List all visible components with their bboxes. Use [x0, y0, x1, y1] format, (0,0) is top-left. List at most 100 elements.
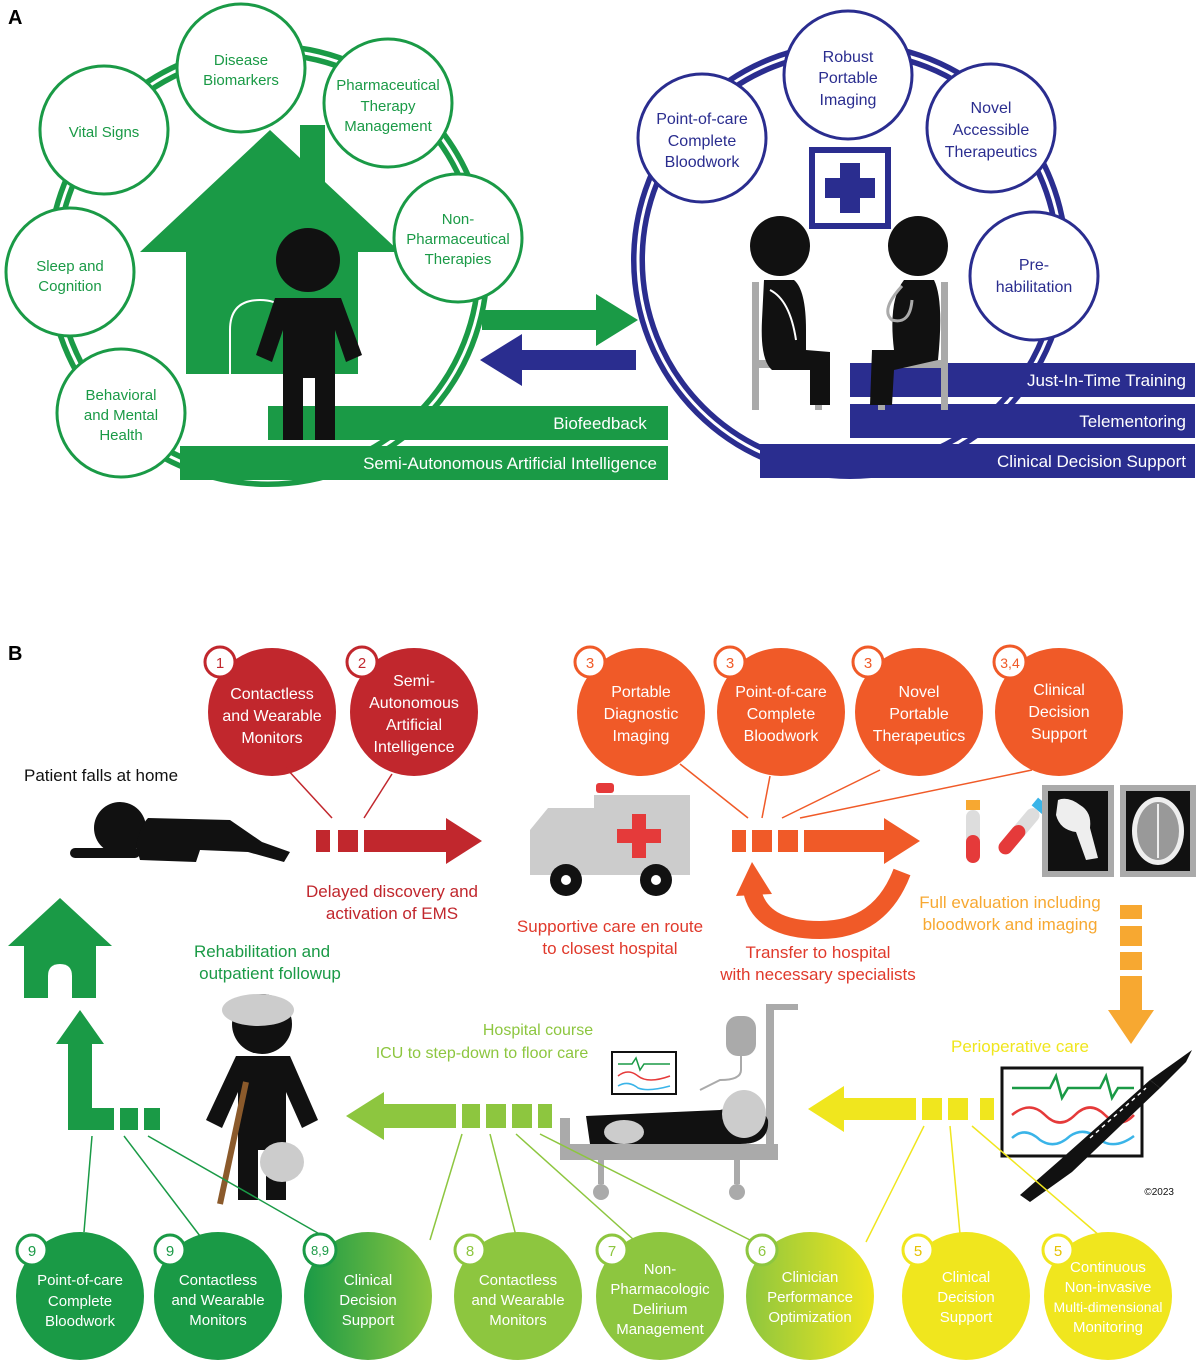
svg-text:Accessible: Accessible: [953, 122, 1030, 139]
svg-text:Bloodwork: Bloodwork: [744, 728, 820, 745]
svg-text:5: 5: [1054, 1243, 1062, 1260]
svg-text:Monitors: Monitors: [189, 1312, 247, 1329]
svg-text:Novel: Novel: [899, 684, 940, 701]
home-circle-nonpharma: Non- Pharmaceutical Therapies: [392, 172, 524, 304]
svg-text:Clinical: Clinical: [344, 1272, 392, 1289]
svg-text:8: 8: [466, 1243, 474, 1260]
svg-text:6: 6: [758, 1243, 766, 1260]
svg-text:9: 9: [166, 1243, 174, 1260]
transfer-caption-1: Transfer to hospital: [746, 943, 891, 962]
test-tube-icon: [966, 797, 1049, 863]
svg-text:Management: Management: [616, 1321, 704, 1338]
svg-text:Decision: Decision: [1028, 704, 1089, 721]
svg-text:9: 9: [28, 1243, 36, 1260]
svg-text:Disease: Disease: [214, 52, 268, 69]
svg-text:7: 7: [608, 1243, 616, 1260]
bottom-circle-monitoring: 5 Continuous Non-invasive Multi-dimensio…: [1041, 1232, 1172, 1360]
svg-text:Biomarkers: Biomarkers: [203, 72, 279, 89]
svg-text:Non-invasive: Non-invasive: [1065, 1279, 1152, 1296]
svg-text:Decision: Decision: [339, 1292, 397, 1309]
full-eval-caption-1: Full evaluation including: [919, 893, 1100, 912]
delayed-caption-1: Delayed discovery and: [306, 882, 478, 901]
rehab-caption-2: outpatient followup: [199, 964, 341, 983]
svg-text:Portable: Portable: [611, 684, 671, 701]
svg-text:Portable: Portable: [818, 70, 878, 87]
svg-text:habilitation: habilitation: [996, 279, 1073, 296]
hip-xray-icon: [1042, 785, 1114, 877]
jit-label: Just-In-Time Training: [1027, 371, 1186, 390]
clinic-circle-prehab: Pre- habilitation: [968, 210, 1100, 342]
svg-text:Point-of-care: Point-of-care: [735, 684, 827, 701]
svg-text:Artificial: Artificial: [386, 717, 442, 734]
svg-text:Point-of-care: Point-of-care: [656, 111, 748, 128]
hospital-caption-1: Hospital course: [483, 1022, 593, 1039]
arrow-to-clinic: [482, 294, 638, 346]
cds-label: Clinical Decision Support: [997, 452, 1186, 471]
fallen-person-icon: [70, 802, 290, 862]
svg-text:Robust: Robust: [823, 49, 874, 66]
svg-text:Complete: Complete: [668, 133, 737, 150]
yellow-arrow: [808, 1086, 994, 1132]
svg-text:1: 1: [216, 655, 224, 672]
svg-text:Performance: Performance: [767, 1289, 853, 1306]
hospital-caption-2: ICU to step-down to floor care: [376, 1045, 589, 1062]
cds-bar: [760, 444, 1195, 478]
delayed-caption-2: activation of EMS: [326, 904, 458, 923]
svg-text:2: 2: [358, 655, 366, 672]
bottom-circle-cds-5: 5 Clinical Decision Support: [901, 1232, 1030, 1360]
svg-text:Pharmaceutical: Pharmaceutical: [336, 77, 439, 94]
svg-text:Monitors: Monitors: [241, 730, 302, 747]
home-circle-biomarkers: Disease Biomarkers: [175, 2, 307, 134]
orange-circle-imaging: 3 Portable Diagnostic Imaging: [573, 645, 705, 776]
ambulance-icon: [530, 783, 690, 896]
transfer-caption-2: with necessary specialists: [719, 965, 916, 984]
svg-text:Continuous: Continuous: [1070, 1259, 1146, 1276]
rehab-person-icon: [206, 994, 318, 1205]
periop-caption: Perioperative care: [951, 1037, 1089, 1056]
svg-text:Pharmacologic: Pharmacologic: [610, 1281, 710, 1298]
svg-text:Support: Support: [940, 1309, 993, 1326]
panel-b-label: B: [8, 643, 22, 665]
rehab-caption-1: Rehabilitation and: [194, 942, 330, 961]
svg-text:Therapeutics: Therapeutics: [945, 144, 1038, 161]
svg-text:3: 3: [864, 655, 872, 672]
svg-text:Complete: Complete: [48, 1293, 112, 1310]
panel-a-label: A: [8, 7, 22, 29]
svg-text:Sleep and: Sleep and: [36, 258, 104, 275]
svg-text:Delirium: Delirium: [632, 1301, 687, 1318]
svg-text:Diagnostic: Diagnostic: [604, 706, 679, 723]
seated-patient-icon: [750, 216, 830, 410]
curved-transfer-arrow: [743, 868, 911, 940]
svg-text:Portable: Portable: [889, 706, 949, 723]
svg-text:Imaging: Imaging: [613, 728, 670, 745]
bottom-circle-monitors-8: 8 Contactless and Wearable Monitors: [453, 1232, 582, 1360]
svg-text:3: 3: [726, 655, 734, 672]
full-eval-caption-2: bloodwork and imaging: [923, 915, 1098, 934]
svg-text:Clinical: Clinical: [942, 1269, 990, 1286]
telementoring-bar: [850, 404, 1195, 438]
svg-text:Decision: Decision: [937, 1289, 995, 1306]
svg-text:Management: Management: [344, 118, 432, 135]
amber-down-arrow: [1108, 905, 1154, 1044]
svg-text:Intelligence: Intelligence: [374, 739, 455, 756]
svg-text:Autonomous: Autonomous: [369, 695, 459, 712]
telementoring-label: Telementoring: [1079, 412, 1186, 431]
svg-text:Semi-: Semi-: [393, 673, 435, 690]
svg-text:Multi-dimensional: Multi-dimensional: [1054, 1299, 1163, 1315]
hospital-bed-icon: [560, 1004, 798, 1200]
arrow-to-home: [480, 334, 636, 386]
red-circle-monitors: 1 Contactless and Wearable Monitors: [203, 645, 336, 776]
svg-text:3: 3: [586, 655, 594, 672]
medical-cross-sign-icon: [809, 147, 891, 229]
supportive-caption-2: to closest hospital: [542, 939, 677, 958]
svg-text:Vital Signs: Vital Signs: [69, 124, 140, 141]
clinic-circle-therapeutics: Novel Accessible Therapeutics: [925, 62, 1057, 194]
svg-text:Pre-: Pre-: [1019, 257, 1049, 274]
svg-text:Point-of-care: Point-of-care: [37, 1272, 123, 1289]
svg-text:Contactless: Contactless: [179, 1272, 257, 1289]
lime-arrow: [346, 1092, 552, 1140]
supportive-caption-1: Supportive care en route: [517, 917, 703, 936]
svg-text:Non-: Non-: [442, 211, 475, 228]
ai-label: Semi-Autonomous Artificial Intelligence: [363, 454, 657, 473]
